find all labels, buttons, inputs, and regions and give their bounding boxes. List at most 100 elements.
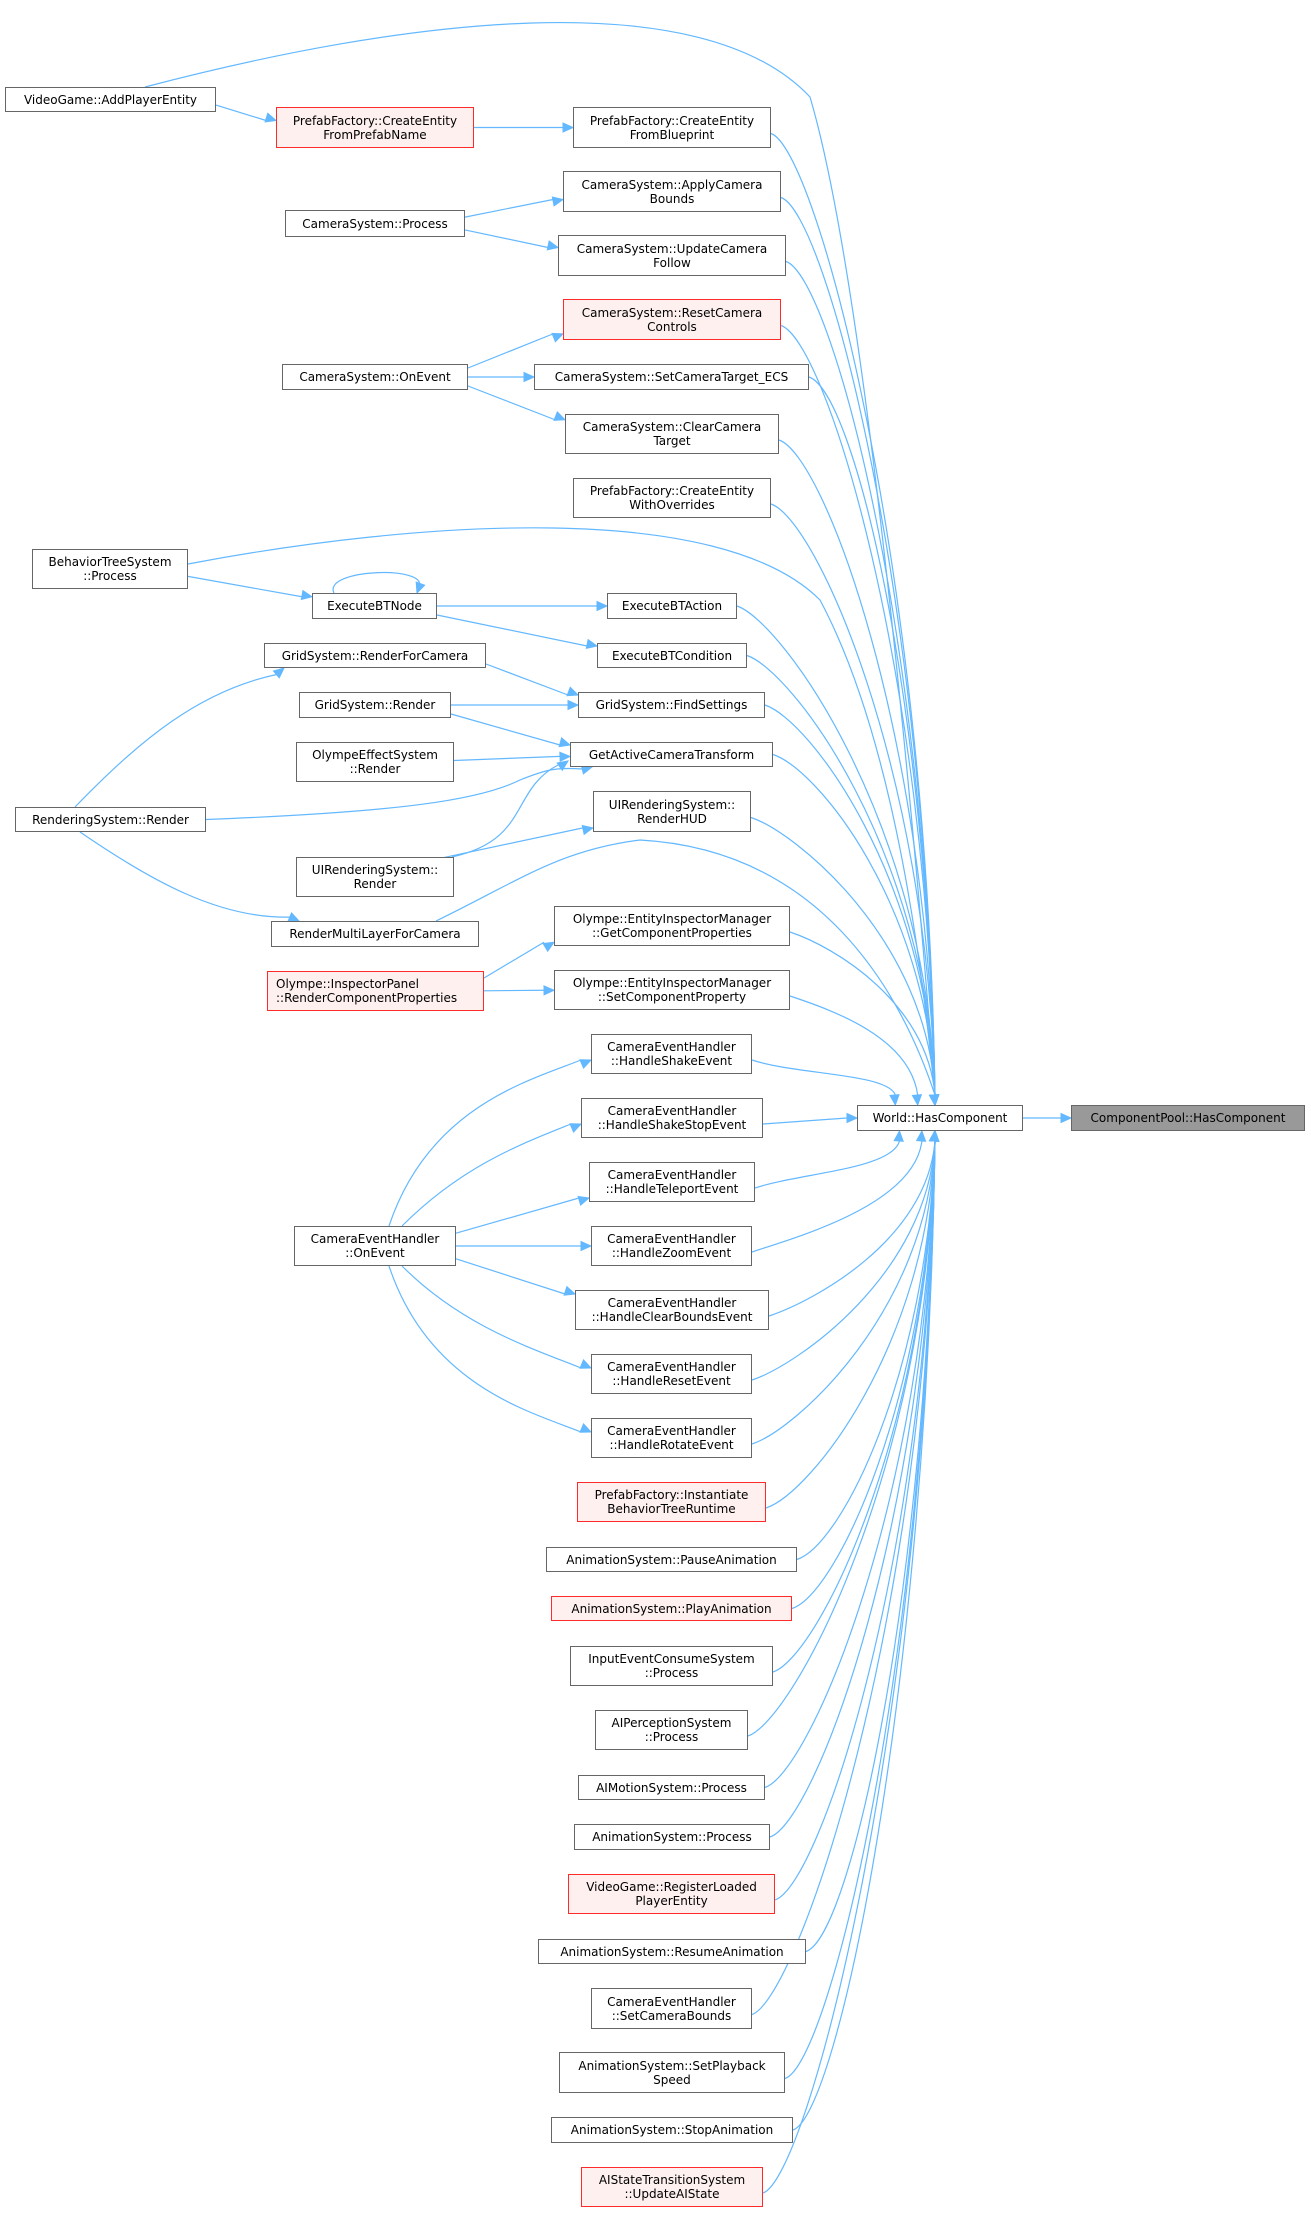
graph-node-gridsystem-render[interactable]: GridSystem::Render [299, 692, 451, 718]
graph-node-cameraeventhandler-handleshakeevent[interactable]: CameraEventHandler ::HandleShakeEvent [591, 1034, 752, 1074]
graph-node-olympe-entityinspectormanager-getcomponentproperties[interactable]: Olympe::EntityInspectorManager ::GetComp… [554, 906, 790, 946]
edge-n30-n27-arrowhead [579, 1059, 593, 1069]
graph-node-aistatetransitionsystem-updateaistate[interactable]: AIStateTransitionSystem ::UpdateAIState [581, 2167, 763, 2207]
node-label: World::HasComponent [872, 1111, 1008, 1125]
edge-n29-n48-arrowhead [893, 1129, 904, 1142]
edge-n30-n27 [388, 1059, 582, 1227]
graph-node-olympeeffectsystem-render[interactable]: OlympeEffectSystem ::Render [296, 742, 454, 782]
edge-n30-n33-arrowhead [579, 1359, 593, 1369]
node-label: CameraSystem::ClearCamera Target [582, 420, 762, 448]
graph-node-olympe-inspectorpanel-rendercomponentproperties[interactable]: Olympe::InspectorPanel ::RenderComponent… [267, 971, 484, 1011]
edge-n0-n48 [144, 22, 936, 1096]
edge-n45-n48 [784, 1140, 936, 2080]
edge-n1-n2-arrowhead [562, 122, 575, 133]
edge-n26-n48 [789, 995, 919, 1096]
node-label: AIPerceptionSystem ::Process [611, 1716, 732, 1744]
graph-node-uirenderingsystem-render[interactable]: UIRenderingSystem:: Render [296, 857, 454, 897]
node-label: GridSystem::RenderForCamera [281, 648, 469, 663]
edge-n30-n34-arrowhead [579, 1423, 593, 1433]
edge-n31-n48 [751, 1140, 923, 1253]
graph-node-gridsystem-renderforcamera[interactable]: GridSystem::RenderForCamera [264, 643, 486, 668]
graph-node-animationsystem-stopanimation[interactable]: AnimationSystem::StopAnimation [551, 2117, 793, 2143]
edge-n18-n19-arrowhead [559, 751, 572, 763]
graph-node-getactivecameratransform[interactable]: GetActiveCameraTransform [570, 742, 773, 767]
node-label: AnimationSystem::SetPlayback Speed [578, 2058, 766, 2087]
edge-n11-n12-arrowhead [300, 589, 314, 601]
node-label: CameraSystem::SetCameraTarget_ECS [554, 370, 789, 384]
graph-node-animationsystem-process[interactable]: AnimationSystem::Process [574, 1824, 770, 1850]
edge-n30-n31-arrowhead [580, 1240, 593, 1252]
node-label: Olympe::EntityInspectorManager ::GetComp… [572, 912, 772, 940]
edge-n15-n17 [485, 663, 569, 696]
graph-node-inputeventconsumesystem-process[interactable]: InputEventConsumeSystem ::Process [570, 1646, 773, 1686]
edge-n12-n13-arrowhead [596, 600, 609, 612]
graph-node-executebtaction[interactable]: ExecuteBTAction [607, 593, 737, 619]
graph-node-animationsystem-playanimation[interactable]: AnimationSystem::PlayAnimation [551, 1596, 792, 1621]
edge-n20-n15 [74, 673, 280, 808]
graph-node-cameraeventhandler-handleresetevent[interactable]: CameraEventHandler ::HandleResetEvent [591, 1354, 752, 1394]
graph-node-executebtcondition[interactable]: ExecuteBTCondition [597, 643, 747, 668]
edge-n16-n17-arrowhead [567, 699, 580, 711]
graph-node-prefabfactory-createentityfromblueprint[interactable]: PrefabFactory::CreateEntity FromBlueprin… [573, 107, 771, 148]
node-label: CameraEventHandler ::HandleRotateEvent [607, 1424, 736, 1452]
edge-n11-n12 [187, 575, 303, 598]
node-label: AnimationSystem::StopAnimation [570, 2123, 774, 2137]
graph-node-camerasystem-clearcameratarget[interactable]: CameraSystem::ClearCamera Target [565, 414, 779, 454]
graph-node-aiperceptionsystem-process[interactable]: AIPerceptionSystem ::Process [595, 1710, 748, 1750]
graph-node-animationsystem-resumeanimation[interactable]: AnimationSystem::ResumeAnimation [538, 1939, 806, 1964]
edge-n48-n49-arrowhead [1060, 1112, 1073, 1124]
graph-node-componentpool-hascomponent[interactable]: ComponentPool::HasComponent [1071, 1105, 1305, 1131]
node-label: CameraEventHandler ::HandleShakeStopEven… [597, 1104, 747, 1132]
graph-node-cameraeventhandler-handlerotateevent[interactable]: CameraEventHandler ::HandleRotateEvent [591, 1418, 752, 1458]
graph-node-camerasystem-applycamerabounds[interactable]: CameraSystem::ApplyCamera Bounds [563, 171, 781, 212]
graph-node-animationsystem-setplaybackspeed[interactable]: AnimationSystem::SetPlayback Speed [559, 2052, 785, 2093]
node-label: CameraSystem::ResetCamera Controls [581, 305, 763, 334]
graph-node-animationsystem-pauseanimation[interactable]: AnimationSystem::PauseAnimation [546, 1547, 797, 1572]
graph-node-camerasystem-onevent[interactable]: CameraSystem::OnEvent [282, 364, 468, 390]
graph-node-videogame-registerloadedplayerentity[interactable]: VideoGame::RegisterLoaded PlayerEntity [568, 1874, 775, 1914]
graph-node-camerasystem-process[interactable]: CameraSystem::Process [285, 210, 465, 237]
graph-node-cameraeventhandler-handleteleportevent[interactable]: CameraEventHandler ::HandleTeleportEvent [589, 1162, 755, 1202]
edge-n30-n32 [455, 1258, 566, 1295]
node-label: CameraEventHandler ::HandleResetEvent [607, 1360, 736, 1388]
graph-node-camerasystem-updatecamerafollow[interactable]: CameraSystem::UpdateCamera Follow [558, 235, 786, 276]
node-label: CameraEventHandler ::OnEvent [310, 1232, 440, 1260]
graph-node-renderingsystem-render[interactable]: RenderingSystem::Render [15, 807, 206, 832]
graph-node-camerasystem-resetcameracontrols[interactable]: CameraSystem::ResetCamera Controls [563, 299, 781, 340]
edge-n47-n48 [762, 1140, 936, 2194]
edge-n20-n15-arrowhead [272, 667, 285, 679]
edge-n27-n48 [751, 1059, 896, 1096]
graph-node-rendermultilayerforcamera[interactable]: RenderMultiLayerForCamera [271, 921, 479, 947]
graph-node-prefabfactory-createentityfromprefabname[interactable]: PrefabFactory::CreateEntity FromPrefabNa… [276, 107, 474, 148]
graph-node-videogame-addplayerentity[interactable]: VideoGame::AddPlayerEntity [5, 87, 216, 112]
graph-node-cameraeventhandler-handleclearboundsevent[interactable]: CameraEventHandler ::HandleClearBoundsEv… [575, 1290, 769, 1330]
node-label: AnimationSystem::ResumeAnimation [560, 1944, 784, 1959]
graph-node-cameraeventhandler-onevent[interactable]: CameraEventHandler ::OnEvent [294, 1226, 456, 1266]
graph-node-cameraeventhandler-setcamerabounds[interactable]: CameraEventHandler ::SetCameraBounds [591, 1988, 752, 2029]
node-label: RenderingSystem::Render [32, 812, 189, 827]
graph-node-uirenderingsystem-renderhud[interactable]: UIRenderingSystem:: RenderHUD [593, 791, 751, 832]
graph-node-behaviortreesystem-process[interactable]: BehaviorTreeSystem ::Process [32, 549, 188, 589]
edge-n7-n8-arrowhead [523, 371, 536, 383]
graph-node-executebtnode[interactable]: ExecuteBTNode [312, 593, 437, 619]
edge-n4-n3-arrowhead [551, 196, 565, 207]
graph-node-prefabfactory-createentitywithoverrides[interactable]: PrefabFactory::CreateEntity WithOverride… [573, 478, 771, 518]
node-label: InputEventConsumeSystem ::Process [588, 1652, 755, 1680]
edge-n37-n48 [791, 1140, 936, 1610]
graph-node-cameraeventhandler-handleshakestopevent[interactable]: CameraEventHandler ::HandleShakeStopEven… [581, 1098, 763, 1138]
graph-node-cameraeventhandler-handlezoomevent[interactable]: CameraEventHandler ::HandleZoomEvent [591, 1226, 752, 1266]
graph-node-gridsystem-findsettings[interactable]: GridSystem::FindSettings [578, 692, 765, 718]
graph-node-world-hascomponent[interactable]: World::HasComponent [857, 1105, 1023, 1131]
edge-n7-n9 [467, 385, 556, 421]
edge-n30-n34 [388, 1265, 582, 1433]
edge-n0-n1 [215, 104, 267, 122]
edge-n28-n48-arrowhead [846, 1112, 859, 1124]
node-label: AIStateTransitionSystem ::UpdateAIState [598, 2173, 746, 2201]
graph-node-camerasystem-setcameratarget-ecs[interactable]: CameraSystem::SetCameraTarget_ECS [534, 364, 809, 390]
graph-node-aimotionsystem-process[interactable]: AIMotionSystem::Process [578, 1775, 765, 1800]
graph-node-prefabfactory-instantiatebehaviortreeruntime[interactable]: PrefabFactory::Instantiate BehaviorTreeR… [577, 1482, 766, 1522]
edge-n41-n48 [769, 1140, 936, 1838]
graph-node-olympe-entityinspectormanager-setcomponentproperty[interactable]: Olympe::EntityInspectorManager ::SetComp… [554, 970, 790, 1010]
edge-n6-n48 [780, 324, 936, 1096]
